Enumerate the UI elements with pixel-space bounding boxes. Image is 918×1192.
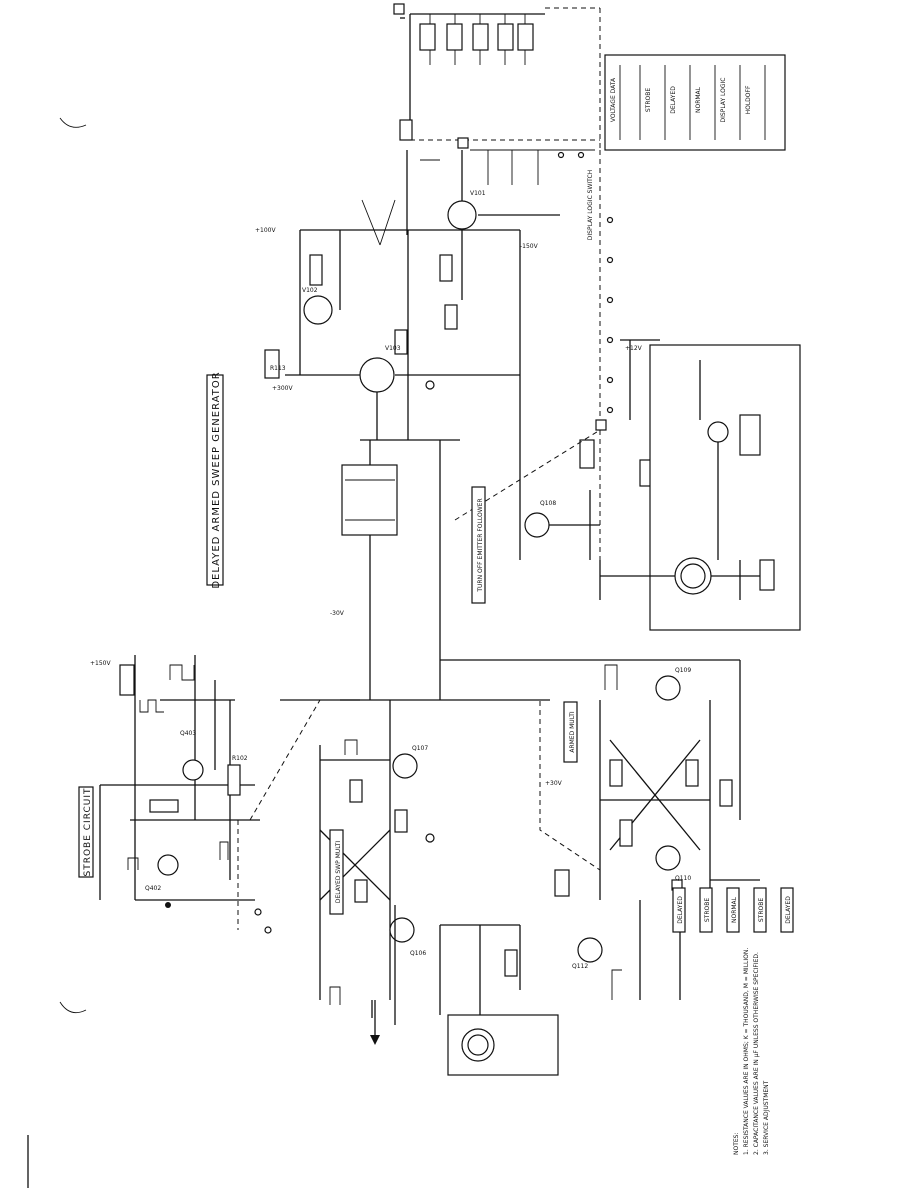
voltage-data-heading: VOLTAGE DATA bbox=[610, 77, 617, 122]
signal-tag-3: STROBE bbox=[753, 887, 767, 933]
notes-heading: NOTES: bbox=[733, 1133, 740, 1156]
delayed-swp-multi-label: DELAYED SWP MULTI bbox=[335, 841, 342, 904]
component-label: Q108 bbox=[540, 500, 556, 507]
supply-label: +300V bbox=[272, 385, 293, 392]
component-label: Q402 bbox=[145, 885, 161, 892]
punch-hole-mark bbox=[59, 1001, 87, 1014]
display-logic-switch bbox=[393, 3, 614, 420]
delayed-swp-multi-group: DELAYED SWP MULTI bbox=[329, 829, 344, 915]
voltage-data-table bbox=[604, 54, 786, 151]
component-label: R113 bbox=[270, 365, 286, 372]
armed-multi-label: ARMED MULTI bbox=[569, 711, 576, 753]
signal-tag-text: DELAYED bbox=[785, 896, 792, 924]
strobe-circuit-label-group: STROBE CIRCUIT bbox=[78, 786, 94, 878]
signal-tag-4: DELAYED bbox=[780, 887, 794, 933]
component-label: R102 bbox=[232, 755, 248, 762]
voltage-data-heading-group: VOLTAGE DATA bbox=[610, 77, 617, 122]
bottom-gate-section bbox=[394, 869, 641, 1076]
component-label: V102 bbox=[302, 287, 318, 294]
voltage-row: DELAYED bbox=[670, 86, 677, 114]
signal-tag-text: STROBE bbox=[704, 898, 711, 922]
component-label: Q112 bbox=[572, 963, 588, 970]
component-label: Q110 bbox=[675, 875, 691, 882]
armed-multivibrator bbox=[460, 664, 760, 1000]
component-label: Q107 bbox=[412, 745, 428, 752]
sweep-timing-section bbox=[264, 150, 740, 701]
notes-item: 2. CAPACITANCE VALUES ARE IN µF UNLESS O… bbox=[753, 952, 760, 1155]
signal-tag-0: DELAYED bbox=[672, 887, 686, 933]
component-label: Q403 bbox=[180, 730, 196, 737]
supply-label: -150V bbox=[520, 243, 539, 250]
turn-off-ef-group: TURN OFF EMITTER FOLLOWER bbox=[471, 486, 486, 604]
signal-tag-2: NORMAL bbox=[726, 887, 740, 933]
strobe-circuit bbox=[99, 655, 355, 934]
voltage-row-label: DELAYED bbox=[670, 86, 677, 114]
diagram-title: DELAYED ARMED SWEEP GENERATOR bbox=[211, 371, 222, 588]
delayed-sweep-multivibrator bbox=[319, 699, 435, 1018]
output-arrow bbox=[370, 1035, 380, 1045]
supply-label: +12V bbox=[625, 345, 643, 352]
notes-block: NOTES: 1. RESISTANCE VALUES ARE IN OHMS;… bbox=[733, 948, 770, 1155]
punch-hole-mark bbox=[59, 117, 87, 128]
notes-item: 1. RESISTANCE VALUES ARE IN OHMS; K = TH… bbox=[743, 948, 750, 1155]
notes-item: 3. SERVICE ADJUSTMENT bbox=[763, 1080, 770, 1155]
voltage-row-label: DISPLAY LOGIC bbox=[720, 78, 727, 123]
display-logic-switch-label: DISPLAY LOGIC SWITCH bbox=[587, 170, 594, 240]
component-label: Q109 bbox=[675, 667, 691, 674]
component-label: V101 bbox=[470, 190, 486, 197]
voltage-row-label: STROBE bbox=[645, 88, 652, 112]
diagram-title-group: DELAYED ARMED SWEEP GENERATOR bbox=[206, 371, 224, 589]
voltage-row: STROBE bbox=[645, 88, 652, 112]
holdoff-section bbox=[600, 344, 801, 820]
signal-tag-text: STROBE bbox=[758, 898, 765, 922]
supply-label: +30V bbox=[545, 780, 563, 787]
component-label: Q106 bbox=[410, 950, 426, 957]
armed-multi-group: ARMED MULTI bbox=[563, 701, 578, 763]
supply-label: +150V bbox=[90, 660, 111, 667]
supply-label: +100V bbox=[255, 227, 276, 234]
voltage-row-label: HOLDOFF bbox=[745, 85, 752, 114]
turn-off-emitter-follower bbox=[454, 230, 660, 600]
supply-label: -30V bbox=[330, 610, 345, 617]
voltage-row: HOLDOFF bbox=[745, 85, 752, 114]
signal-tag-1: STROBE bbox=[699, 887, 713, 933]
signal-tag-text: NORMAL bbox=[731, 896, 738, 923]
turn-off-ef-label: TURN OFF EMITTER FOLLOWER bbox=[477, 498, 484, 592]
voltage-row: NORMAL bbox=[695, 86, 702, 113]
display-logic-switch-group: DISPLAY LOGIC SWITCH bbox=[587, 170, 594, 240]
voltage-row: DISPLAY LOGIC bbox=[720, 78, 727, 123]
voltage-row-label: NORMAL bbox=[695, 86, 702, 113]
component-label: V103 bbox=[385, 345, 401, 352]
strobe-circuit-label: STROBE CIRCUIT bbox=[83, 787, 93, 876]
signal-tag-text: DELAYED bbox=[677, 896, 684, 924]
